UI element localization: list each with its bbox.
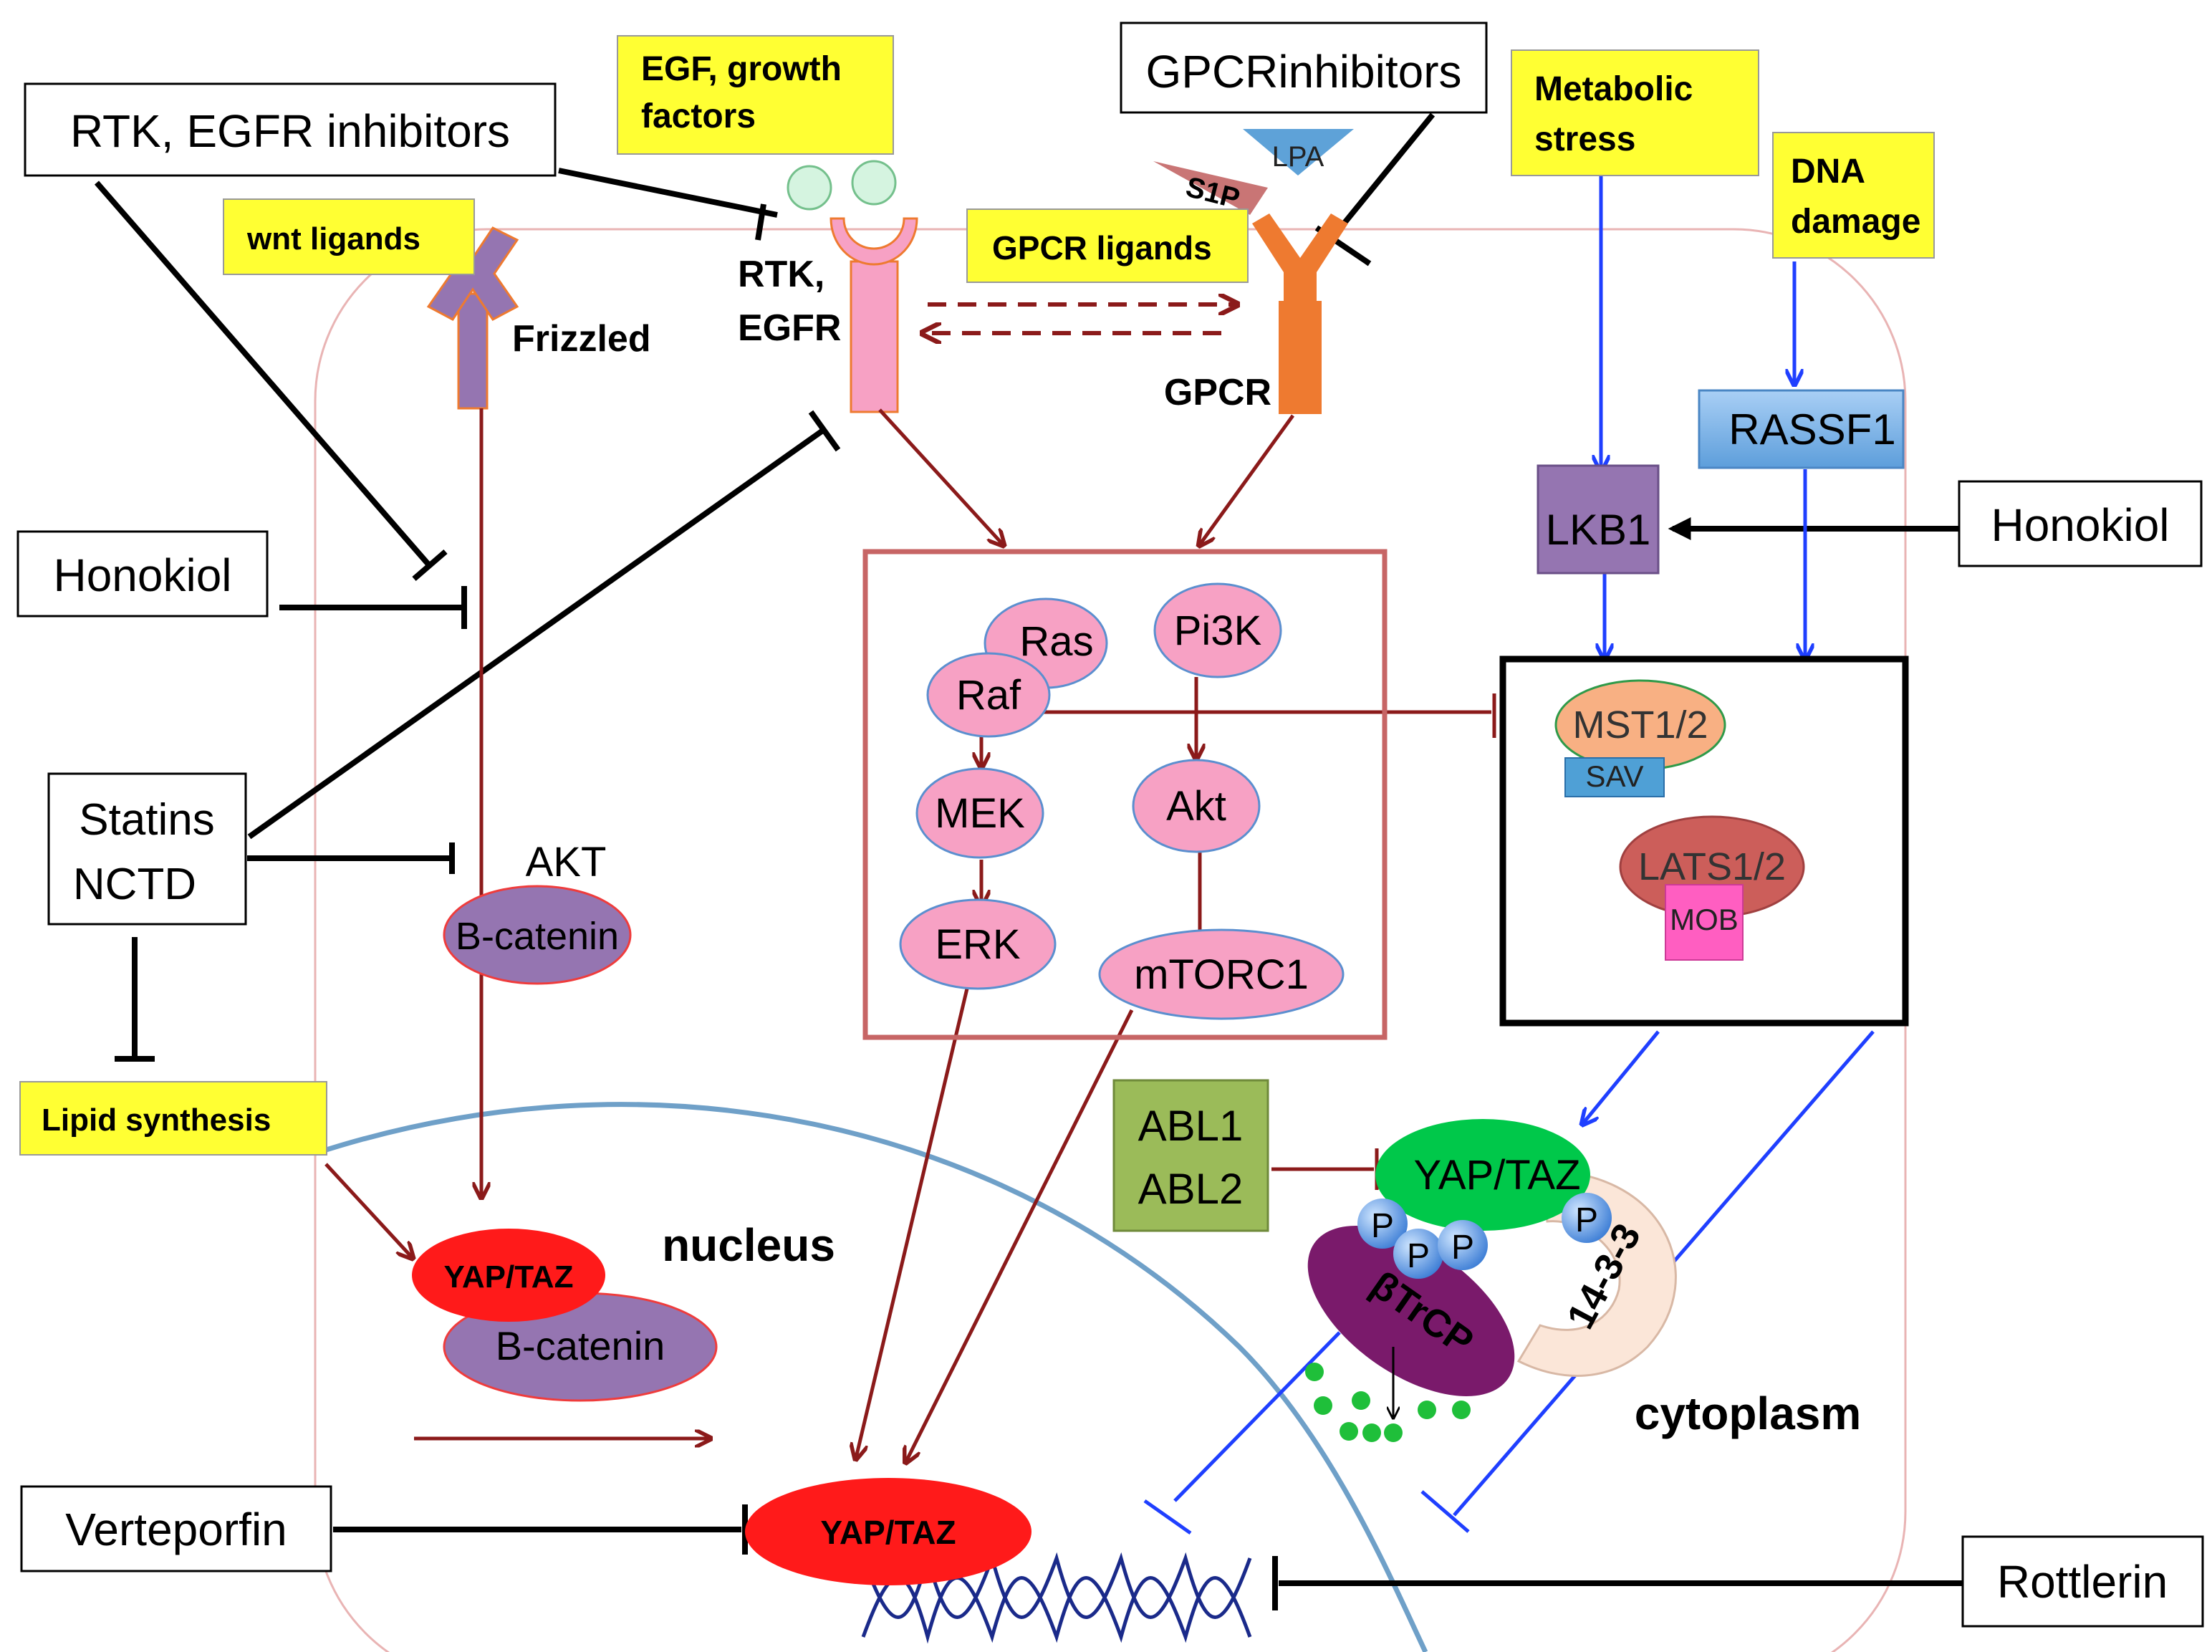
akt-bcat-bcat-text: B-catenin [456,915,619,958]
cytoplasm-text: cytoplasm [1635,1388,1862,1439]
mek-text: MEK [935,790,1025,837]
rassf1-text: RASSF1 [1728,405,1895,453]
egf-growth-factors-l1-text: EGF, growth [641,50,842,88]
sav-node [1564,757,1665,797]
metabolic-stress-l1-text: Metabolic [1534,70,1693,108]
gpcr-receptor [1252,213,1348,414]
mek-node [915,767,1044,859]
mtorc1-text: mTORC1 [1134,951,1309,998]
phospho-p-text: P [1371,1207,1394,1245]
lpa-ligand [1243,129,1354,176]
rtk-egfr-receptor [787,160,918,413]
abl-box [1112,1079,1269,1232]
lkb1-node [1537,464,1660,575]
abl2-text: ABL2 [1138,1165,1244,1213]
akt-node [1132,759,1261,853]
rtk-egfr-inhibitors-text: RTK, EGFR inhibitors [70,105,510,157]
yap-taz-cytoplasm [1375,1119,1590,1231]
erk-text: ERK [935,921,1021,968]
honokiol-left-box [16,530,269,618]
bcatenin-nuc-text: B-catenin [496,1323,665,1368]
akt-bcat-akt-text: AKT [526,839,607,885]
lpa-text: LPA [1272,141,1324,173]
activation-arrows [324,408,1496,1461]
mtorc1-node [1098,928,1345,1020]
mob-node [1665,884,1744,961]
nucleus-text: nucleus [662,1219,835,1271]
phospho-groups [1357,1193,1612,1279]
dna-damage-l1-text: DNA [1791,153,1865,191]
sav-text: SAV [1586,759,1644,793]
rassf1-node [1698,389,1905,469]
pi3k-text: Pi3K [1174,608,1262,654]
pi3k-node [1153,582,1282,678]
rottlerin-text: Rottlerin [1997,1556,2168,1608]
yap-taz-cyto-text: YAP/TAZ [1413,1152,1580,1199]
raf-text: Raf [956,672,1021,719]
btrcp-protein [1307,1226,1515,1396]
rtk-egfr-l1-text: RTK, [738,254,824,295]
wnt-ligands-label [223,198,475,275]
metabolic-stress-label [1511,49,1759,176]
rottlerin-box [1961,1535,2204,1628]
yap-taz-nuc-left-text: YAP/TAZ [444,1259,574,1295]
degradation-dots [1305,1363,1471,1442]
lipid-synthesis-text: Lipid synthesis [42,1103,271,1138]
dna-damage-label [1772,132,1935,259]
egf-growth-factors-label [617,35,894,155]
verteporfin-text: Verteporfin [65,1504,287,1555]
honokiol-left-text: Honokiol [53,549,231,601]
abl1-text: ABL1 [1138,1102,1244,1150]
nctd-text: NCTD [73,860,196,909]
wnt-ligands-text: wnt ligands [246,221,420,256]
gpcr-inhibitors-text: GPCRinhibitors [1145,46,1461,97]
gpcr-text: GPCR [1164,372,1271,413]
ras-text: Ras [1019,618,1093,665]
dna-damage-l2-text: damage [1791,203,1920,241]
rtk-egfr-inhibitors-box [24,82,557,177]
nuclear-envelope [314,1102,1428,1652]
mob-text: MOB [1670,903,1739,936]
phospho-p-text: P [1575,1201,1598,1239]
honokiol-right-text: Honokiol [1991,499,2169,551]
yap-taz-center-text: YAP/TAZ [820,1514,956,1551]
hippo-kinase-box [1499,655,1909,1027]
rtk-egfr-l2-text: EGFR [738,307,841,349]
ras-pi3k-pathway-box [862,549,1388,1040]
metabolic-stress-l2-text: stress [1534,120,1635,158]
egf-growth-factors-l2-text: factors [641,97,756,135]
s1p-ligand [1153,161,1268,215]
raf-node [926,652,1051,738]
lipid-synthesis-label [19,1081,327,1156]
statins-text: Statins [79,795,215,845]
statins-nctd-box [47,772,247,926]
yap-taz-nucleus-left [412,1229,605,1322]
yap-taz-center [745,1478,1032,1585]
gpcr-ligands-label [966,208,1249,283]
gpcr-ligands-text: GPCR ligands [992,229,1212,266]
honokiol-right-box [1958,480,2203,567]
phospho-p-text: P [1451,1229,1474,1267]
frizzled-text: Frizzled [512,318,651,360]
akt-pathway-text: Akt [1166,783,1226,830]
phospho-p-text: P [1407,1237,1430,1275]
bcatenin-cytoplasm [443,885,632,985]
verteporfin-box [20,1485,332,1572]
14-3-3-protein [1516,1170,1677,1377]
lkb1-text: LKB1 [1546,506,1651,554]
mst12-text: MST1/2 [1572,703,1708,746]
lats12-text: LATS1/2 [1638,845,1786,888]
gpcr-inhibitors-box [1120,21,1488,114]
drug-inhibition-lines [94,112,1963,1610]
erk-node [899,898,1057,990]
s1p-text: S1P [1183,171,1243,215]
